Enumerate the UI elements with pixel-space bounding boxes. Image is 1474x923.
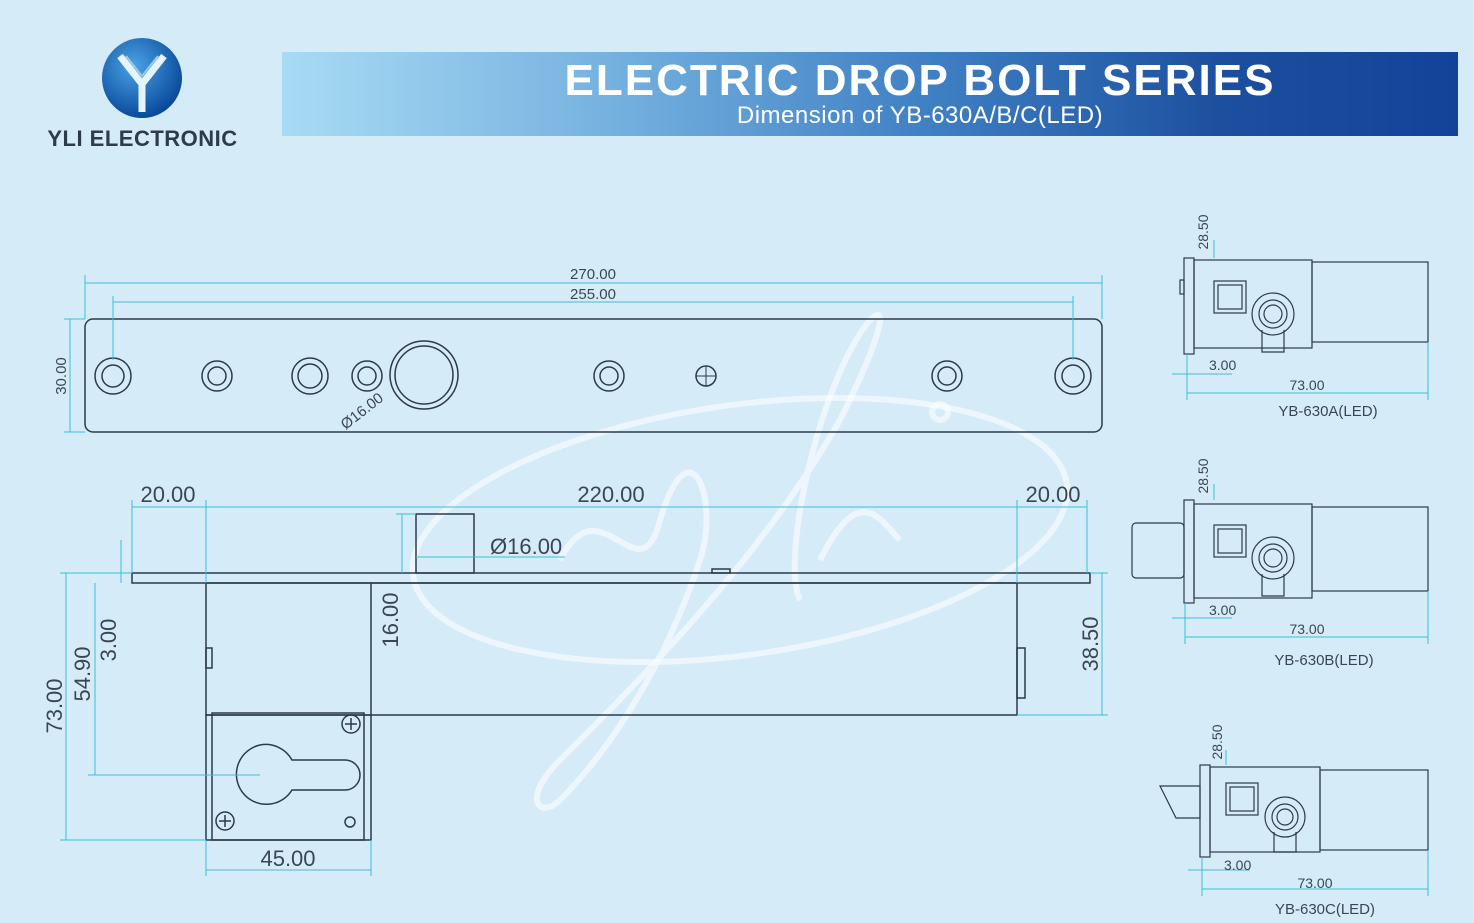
variant-c-offset: 3.00 [1224, 857, 1251, 873]
dim-depth: 54.90 [70, 646, 95, 701]
variant-c-label: YB-630C(LED) [1275, 901, 1375, 918]
dim-center: 220.00 [577, 482, 644, 507]
variant-a-height: 28.50 [1195, 214, 1211, 249]
variant-a-drawing [1179, 257, 1429, 355]
variant-a-dimensions [1172, 240, 1429, 400]
variant-b-offset: 3.00 [1209, 602, 1236, 618]
dim-total-height: 73.00 [42, 678, 67, 733]
dim-body-height: 38.50 [1078, 616, 1103, 671]
variant-b-drawing [1131, 499, 1429, 604]
dim-hole-diameter: Ø16.00 [338, 390, 387, 434]
dim-width: 30.00 [53, 357, 70, 395]
title-banner: ELECTRIC DROP BOLT SERIES Dimension of Y… [282, 52, 1458, 136]
variant-c-length: 73.00 [1297, 875, 1332, 891]
variant-a-offset: 3.00 [1209, 357, 1236, 373]
dim-hole-spacing: 255.00 [570, 286, 616, 303]
logo-y-icon [102, 38, 182, 118]
top-view [84, 318, 1103, 433]
variant-c-dimensions [1188, 750, 1429, 896]
page-title: ELECTRIC DROP BOLT SERIES [564, 56, 1276, 105]
dim-right-margin: 20.00 [1025, 482, 1080, 507]
variant-c-drawing [1159, 764, 1429, 858]
variant-b-label: YB-630B(LED) [1274, 652, 1373, 669]
page-subtitle: Dimension of YB-630A/B/C(LED) [736, 102, 1104, 129]
variant-b-height: 28.50 [1195, 458, 1211, 493]
dim-plate-thickness: 3.00 [96, 619, 121, 662]
dim-left-margin: 20.00 [140, 482, 195, 507]
brand-name: YLI ELECTRONIC [47, 126, 238, 151]
dim-overall-length: 270.00 [570, 266, 616, 283]
top-view-dimensions [64, 275, 1103, 433]
brand-logo: YLI ELECTRONIC [40, 38, 250, 158]
dim-bolt-length: 16.00 [378, 592, 403, 647]
variant-b-length: 73.00 [1289, 621, 1324, 637]
dim-cylinder-width: 45.00 [260, 846, 315, 871]
variant-c-height: 28.50 [1209, 724, 1225, 759]
variant-b-dimensions [1172, 484, 1429, 644]
side-view [131, 513, 1091, 841]
dim-bolt-diameter: Ø16.00 [490, 534, 562, 559]
watermark-logo [409, 311, 1071, 811]
variant-a-length: 73.00 [1289, 377, 1324, 393]
side-view-dimensions [60, 500, 1108, 876]
variant-a-label: YB-630A(LED) [1278, 403, 1377, 420]
